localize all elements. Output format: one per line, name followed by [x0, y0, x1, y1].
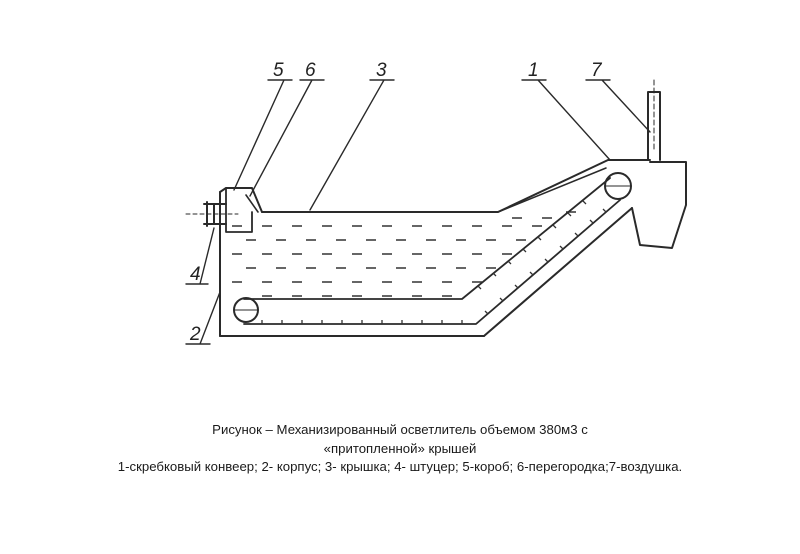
inlet-fitting [185, 201, 239, 227]
air-vent [647, 79, 661, 161]
leader-lines [185, 79, 651, 345]
label-1: 1 [528, 60, 539, 81]
label-7: 7 [591, 60, 603, 81]
label-5: 5 [273, 60, 284, 81]
liquid-fill [232, 211, 576, 297]
caption-line-3: 1-скребковый конвеер; 2- корпус; 3- крыш… [117, 459, 683, 474]
label-2: 2 [189, 324, 201, 345]
caption-line-1: Рисунок – Механизированный осветлитель о… [212, 422, 588, 437]
box-korob [219, 187, 263, 233]
label-4: 4 [190, 264, 201, 285]
label-6: 6 [305, 60, 316, 81]
clarifier-drawing: 5 6 3 1 7 4 2 [185, 60, 687, 345]
figure-caption: Рисунок – Механизированный осветлитель о… [0, 421, 800, 477]
label-3: 3 [376, 60, 387, 81]
housing-outline [219, 159, 687, 337]
scraper-conveyor [233, 172, 632, 325]
caption-line-2: «притопленной» крышей [323, 440, 477, 456]
